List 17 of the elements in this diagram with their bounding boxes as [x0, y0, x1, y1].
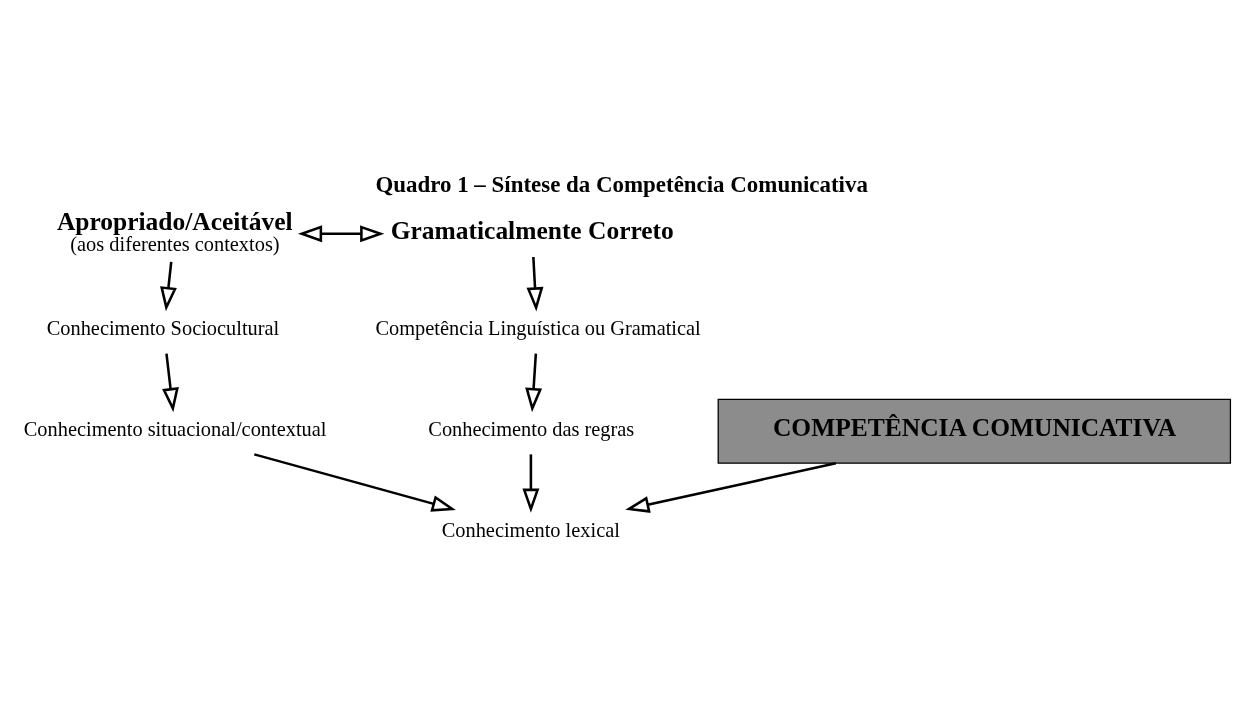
arrow — [625, 462, 837, 513]
node-text: Apropriado/Aceitável (aos diferentes contextos) — [56, 206, 293, 256]
node-text: Conhecimento Sociocultural — [46, 317, 280, 340]
arrow — [253, 453, 456, 512]
node-box: COMPETÊNCIA COMUNICATIVA — [717, 398, 1232, 464]
arrow — [522, 454, 540, 513]
arrow — [162, 353, 179, 413]
node-text: Gramaticalmente Correto — [390, 215, 674, 245]
node-text: Conhecimento das regras — [428, 418, 635, 441]
arrow — [297, 225, 385, 243]
arrow — [160, 261, 177, 312]
arrow — [525, 353, 543, 413]
node-text: Conhecimento lexical — [441, 518, 620, 541]
arrow — [526, 256, 544, 312]
node-text: Conhecimento situacional/contextual — [23, 418, 327, 441]
node-text: Competência Linguística ou Gramatical — [375, 317, 701, 340]
diagram-title: Quadro 1 – Síntese da Competência Comunicativa — [375, 172, 868, 198]
